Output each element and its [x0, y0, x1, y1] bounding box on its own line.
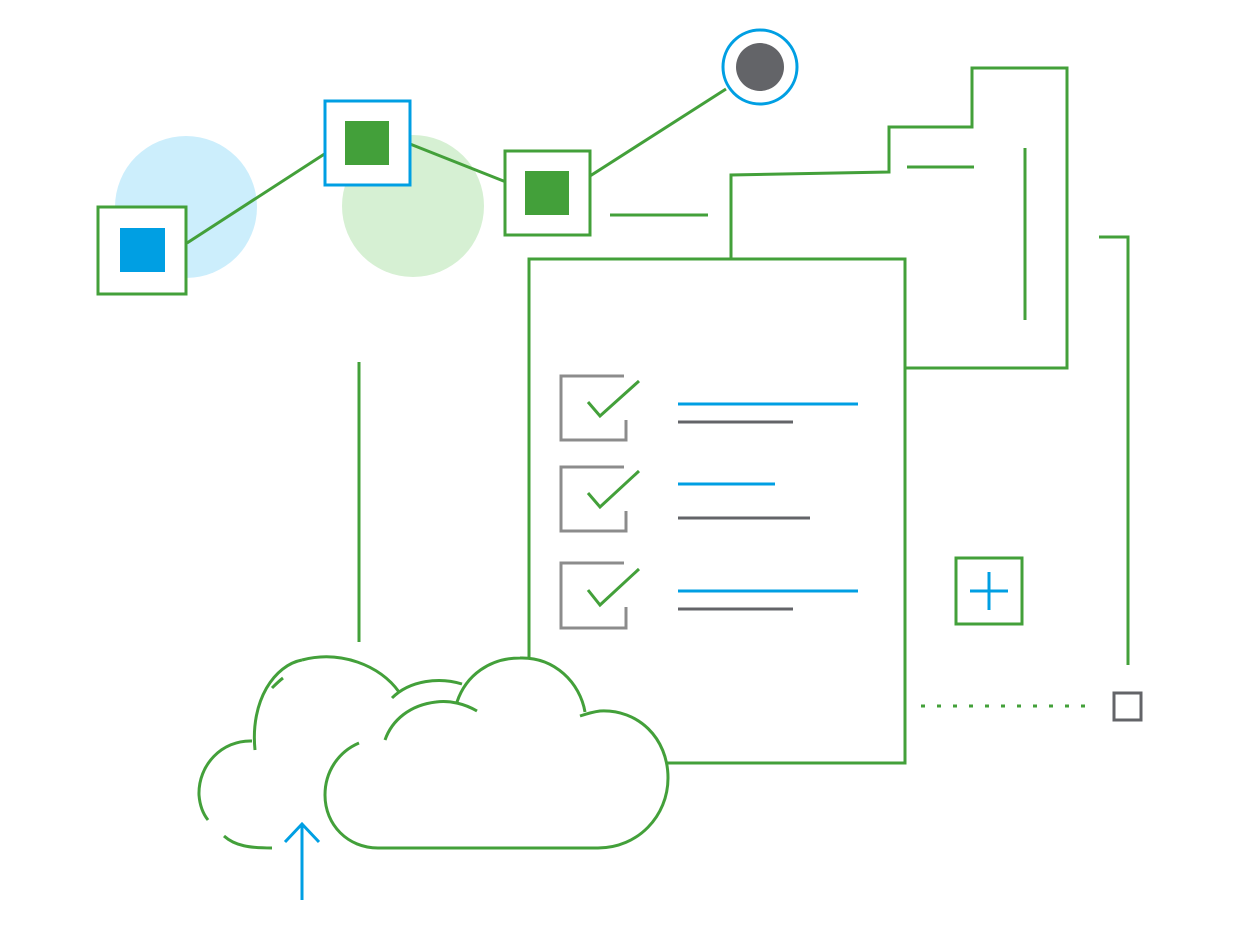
- checklist-document: [527, 257, 907, 765]
- cloud-icon: [323, 656, 670, 850]
- checklist-item: [559, 561, 858, 630]
- blue-square-node-icon: [96, 205, 188, 296]
- plus-icon[interactable]: [954, 556, 1024, 626]
- checkbox: [559, 561, 628, 630]
- network-link: [589, 87, 727, 178]
- upload-arrow-icon[interactable]: [283, 821, 321, 900]
- checklist-item: [559, 374, 858, 442]
- network-link: [409, 142, 507, 184]
- cloud-icon: [197, 655, 463, 850]
- right-connector-line: [1099, 235, 1130, 665]
- back-document-outline: [729, 66, 1069, 370]
- checkmark-icon: [586, 469, 641, 510]
- checklist-item: [559, 465, 810, 533]
- green-square-node-icon: [503, 149, 592, 237]
- green-square-node-icon: [323, 99, 412, 187]
- checkmark-icon: [586, 379, 641, 419]
- empty-square-icon: [1112, 691, 1143, 722]
- checkmark-icon: [586, 567, 641, 608]
- checkbox: [559, 374, 628, 442]
- network-link: [186, 151, 327, 245]
- gray-circle-node-icon: [721, 28, 799, 106]
- checkbox: [559, 465, 628, 533]
